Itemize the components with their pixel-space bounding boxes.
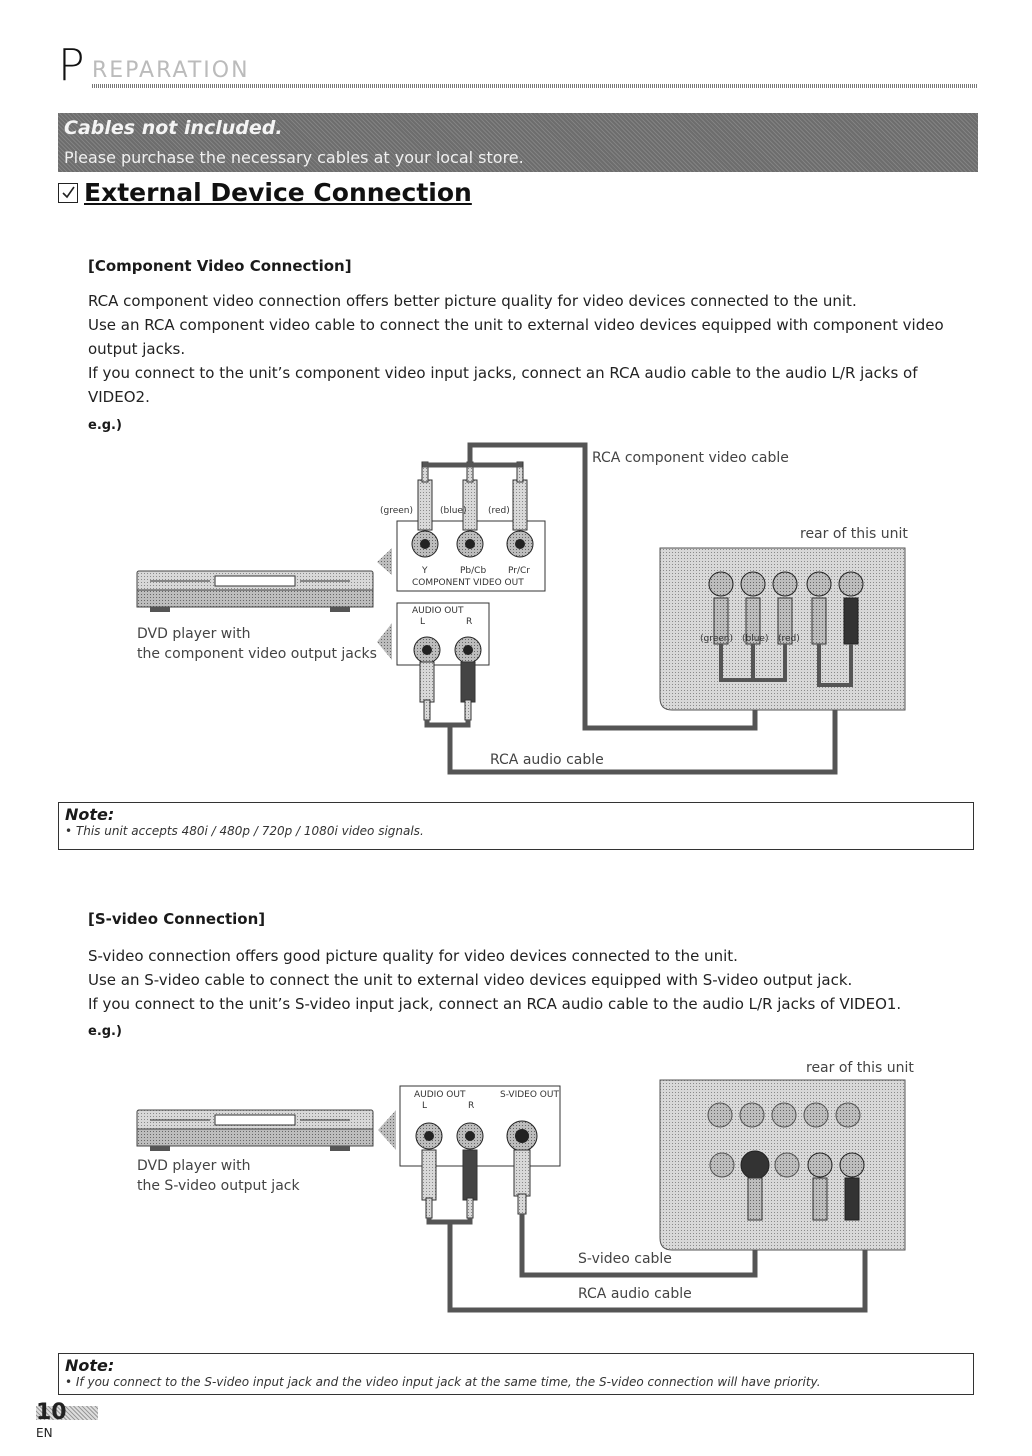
svideo-eg: e.g.)	[88, 1024, 122, 1039]
audio-plugs	[419, 661, 476, 721]
dvd-player-svideo	[136, 1109, 396, 1151]
label-audio-out-1: AUDIO OUT	[412, 606, 464, 616]
label-l-1: L	[420, 617, 426, 627]
label-pb: Pb/Cb	[460, 566, 487, 576]
label-dvd-1b: the component video output jacks	[137, 646, 377, 662]
component-body: RCA component video connection offers be…	[88, 289, 968, 409]
label-svideo-out: S-VIDEO OUT	[500, 1090, 559, 1100]
label-green: (green)	[380, 506, 414, 516]
label-blue: (blue)	[440, 506, 467, 516]
audio-cable-component	[424, 685, 838, 775]
svideo-para-3: If you connect to the unit’s S-video inp…	[88, 995, 902, 1013]
rear-unit-svideo	[659, 1079, 906, 1251]
cables-banner: Cables not included. Please purchase the…	[58, 113, 978, 172]
component-para-1: RCA component video connection offers be…	[88, 292, 857, 310]
label-l-2: L	[422, 1101, 428, 1111]
checkbox-icon	[58, 183, 78, 203]
label-rear-green: (green)	[700, 634, 734, 644]
page-number: 10	[36, 1400, 67, 1425]
header-rest: REPARATION	[92, 58, 250, 83]
component-para-3: If you connect to the unit’s component v…	[88, 364, 918, 406]
svideo-panel-jacks	[415, 1120, 538, 1152]
component-plugs	[417, 461, 528, 531]
label-r-1: R	[466, 617, 473, 627]
note-text-1: • This unit accepts 480i / 480p / 720p /…	[65, 824, 424, 838]
label-component-out: COMPONENT VIDEO OUT	[412, 578, 524, 588]
label-y: Y	[422, 566, 428, 576]
label-r-2: R	[468, 1101, 475, 1111]
label-svideo-cable: S-video cable	[578, 1251, 672, 1267]
svideo-body: S-video connection offers good picture q…	[88, 944, 968, 1016]
header-rule	[92, 84, 978, 88]
banner-subtitle: Please purchase the necessary cables at …	[64, 148, 524, 167]
rear-unit-component	[659, 547, 906, 711]
note-text-2: • If you connect to the S-video input ja…	[65, 1375, 821, 1389]
label-rear-red: (red)	[778, 634, 800, 644]
label-rca-audio-2: RCA audio cable	[578, 1286, 692, 1302]
label-audio-out-2: AUDIO OUT	[414, 1090, 466, 1100]
component-heading: [Component Video Connection]	[88, 257, 352, 275]
label-rear-unit-2: rear of this unit	[806, 1060, 914, 1076]
label-rca-audio-1: RCA audio cable	[490, 752, 604, 768]
note-box-component: Note: • This unit accepts 480i / 480p / …	[58, 802, 974, 850]
section-title: External Device Connection	[58, 178, 472, 207]
label-red: (red)	[488, 506, 510, 516]
header-initial: P	[58, 40, 85, 91]
label-rear-blue: (blue)	[742, 634, 769, 644]
banner-title: Cables not included.	[64, 117, 283, 139]
label-rear-unit-1: rear of this unit	[800, 526, 908, 542]
svideo-heading: [S-video Connection]	[88, 910, 266, 928]
component-para-2: Use an RCA component video cable to conn…	[88, 316, 944, 358]
page-number-bar	[36, 1406, 98, 1420]
label-rca-component-cable: RCA component video cable	[592, 450, 789, 466]
audio-jacks	[413, 636, 482, 664]
page-header: P REPARATION	[58, 44, 978, 90]
note-title-1: Note:	[65, 805, 115, 824]
label-dvd-2b: the S-video output jack	[137, 1178, 300, 1194]
component-jacks	[411, 530, 534, 558]
dvd-player-component	[136, 548, 392, 660]
svideo-para-1: S-video connection offers good picture q…	[88, 947, 738, 965]
svideo-plugs	[421, 1149, 531, 1219]
component-eg: e.g.)	[88, 418, 122, 433]
label-pr: Pr/Cr	[508, 566, 530, 576]
label-dvd-2a: DVD player with	[137, 1158, 251, 1174]
section-title-text: External Device Connection	[84, 178, 472, 207]
note-title-2: Note:	[65, 1356, 115, 1375]
note-box-svideo: Note: • If you connect to the S-video in…	[58, 1353, 974, 1395]
label-dvd-1a: DVD player with	[137, 626, 251, 642]
page-language: EN	[36, 1426, 53, 1440]
svideo-para-2: Use an S-video cable to connect the unit…	[88, 971, 853, 989]
